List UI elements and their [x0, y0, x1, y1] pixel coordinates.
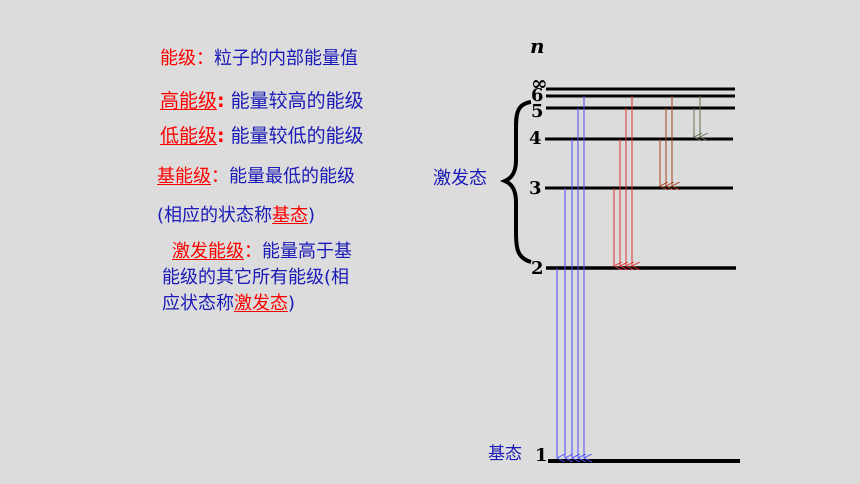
definition-high: 高能级: 能量较高的能级	[160, 90, 364, 112]
balmer-series	[613, 96, 632, 266]
desc-excited: 能量高于基	[262, 241, 352, 262]
desc-level: 粒子的内部能量值	[214, 48, 358, 69]
excited-state-label: 激发态	[433, 168, 487, 189]
ground-state-label: 基态	[488, 444, 522, 464]
definition-level: 能级：粒子的内部能量值	[160, 48, 358, 69]
level-number-4: 4	[529, 128, 542, 149]
level-number-infinity: ∞	[531, 71, 548, 95]
level-number-2: 2	[531, 258, 544, 279]
term-excited-state: 激发态	[234, 293, 288, 314]
brackett-series	[693, 96, 700, 137]
desc-ground: 能量最低的能级	[229, 166, 355, 187]
definition-ground-note: (相应的状态称基态)	[157, 205, 316, 226]
level-number-6: 6	[531, 85, 544, 106]
n-axis-label: n	[530, 34, 545, 58]
definition-ground: 基能级：能量最低的能级	[157, 166, 355, 187]
term-ground-state: 基态	[272, 205, 309, 226]
definition-excited-line2: 能级的其它所有能级(相	[162, 267, 350, 288]
definition-excited-line3: 应状态称激发态)	[162, 293, 296, 314]
definition-excited: 激发能级：能量高于基	[172, 241, 352, 262]
level-lines	[545, 87, 740, 463]
term-level: 能级	[160, 48, 196, 69]
term-ground: 基能级	[157, 166, 211, 187]
desc-high: 能量较高的能级	[230, 90, 364, 112]
desc-low: 能量较低的能级	[230, 125, 364, 147]
term-low: 低能级	[160, 125, 218, 147]
level-number-1: 1	[535, 445, 548, 466]
definition-low: 低能级: 能量较低的能级	[160, 125, 364, 147]
term-excited: 激发能级	[172, 241, 244, 262]
level-number-3: 3	[529, 178, 542, 199]
term-high: 高能级	[160, 90, 218, 112]
lyman-series	[556, 96, 584, 458]
excited-states-brace	[499, 100, 532, 264]
level-number-5: 5	[531, 101, 544, 122]
paschen-series	[659, 96, 672, 186]
